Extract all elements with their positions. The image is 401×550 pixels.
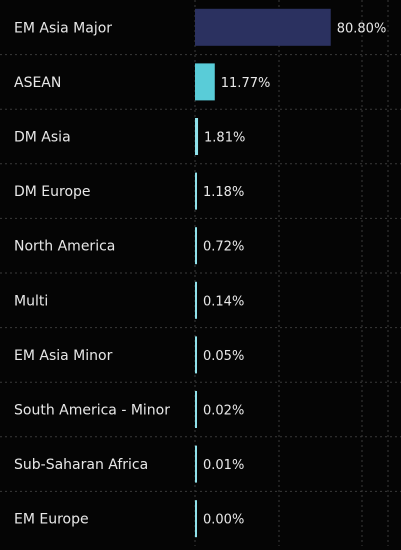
value-label: 0.00% [203, 513, 244, 528]
category-label: North America [14, 239, 115, 255]
bar[interactable] [195, 227, 197, 265]
value-label: 0.72% [203, 240, 244, 255]
category-label: EM Asia Minor [14, 348, 113, 364]
value-label: 1.18% [203, 185, 244, 200]
category-label: Sub-Saharan Africa [14, 457, 148, 473]
value-label: 1.81% [204, 131, 245, 146]
value-label: 0.02% [203, 404, 244, 419]
value-label: 11.77% [221, 76, 271, 91]
value-label: 0.01% [203, 458, 244, 473]
bar[interactable] [195, 336, 197, 374]
value-label: 80.80% [337, 21, 387, 36]
bar[interactable] [195, 8, 331, 46]
category-label: EM Europe [14, 512, 89, 528]
category-label: DM Asia [14, 130, 71, 146]
value-label: 0.05% [203, 349, 244, 364]
category-label: EM Asia Major [14, 20, 112, 36]
category-label: Multi [14, 293, 48, 309]
bar[interactable] [195, 63, 215, 101]
bar-rows: EM Asia Major 80.80% ASEAN 11.77% DM Asia 1.8… [14, 8, 387, 538]
bar[interactable] [195, 500, 197, 538]
value-label: 0.14% [203, 294, 244, 309]
bar[interactable] [195, 172, 197, 210]
category-label: DM Europe [14, 184, 91, 200]
category-label: South America - Minor [14, 403, 170, 419]
bar[interactable] [195, 118, 199, 155]
bar[interactable] [195, 445, 197, 483]
bar[interactable] [195, 281, 197, 319]
bar[interactable] [195, 391, 197, 428]
category-label: ASEAN [14, 75, 61, 91]
